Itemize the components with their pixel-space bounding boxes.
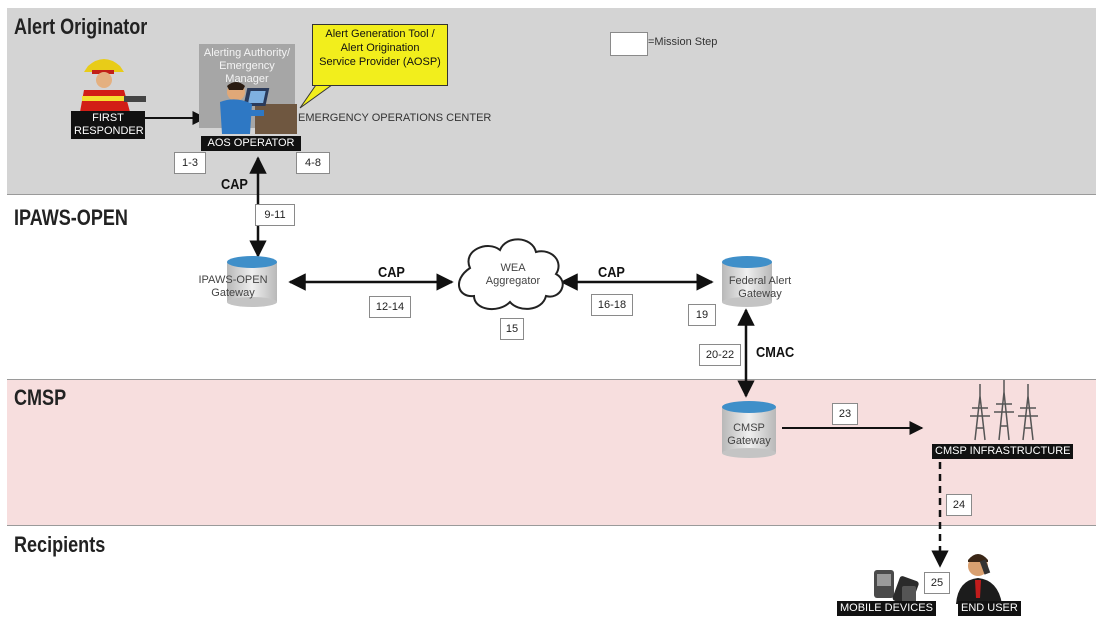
aosp-callout: Alert Generation Tool / Alert Originatio… <box>312 24 448 86</box>
band-title-ipaws: IPAWS-OPEN <box>14 205 128 230</box>
ipaws-gateway-cylinder <box>227 256 277 307</box>
step-20-22: 20-22 <box>699 344 741 366</box>
eoc-label: EMERGENCY OPERATIONS CENTER <box>298 112 492 124</box>
cmsp-gateway-cylinder <box>722 401 776 458</box>
cmsp-infrastructure-label: CMSP INFRASTRUCTURE <box>932 444 1074 459</box>
operator-figure <box>220 82 297 134</box>
cmsp-band <box>7 380 1096 526</box>
band-title-originator: Alert Originator <box>14 14 148 39</box>
protocol-cap-left: CAP <box>378 264 405 281</box>
protocol-cmac: CMAC <box>756 344 795 361</box>
wea-cloud <box>458 238 564 311</box>
band-title-recipients: Recipients <box>14 532 106 557</box>
cmsp-gateway-label: CMSP Gateway <box>727 422 771 447</box>
step-16-18: 16-18 <box>591 294 633 316</box>
wea-aggregator-label: WEA Aggregator <box>485 262 541 287</box>
step-9-11: 9-11 <box>255 204 295 226</box>
protocol-cap-right: CAP <box>598 264 625 281</box>
ipaws-gateway-label: IPAWS-OPEN Gateway <box>198 274 268 299</box>
cmsp-pylons <box>970 380 1038 441</box>
authority-label: Alerting Authority/ Emergency Manager <box>203 47 291 85</box>
protocol-cap-vertical: CAP <box>221 176 248 193</box>
step-25: 25 <box>924 572 950 594</box>
mobile-devices-label: MOBILE DEVICES <box>837 601 936 616</box>
mobile-devices-figure <box>874 570 919 606</box>
legend-label: =Mission Step <box>648 36 718 48</box>
step-24: 24 <box>946 494 972 516</box>
aos-operator-label: AOS OPERATOR <box>201 136 301 151</box>
end-user-label: END USER <box>958 601 1021 616</box>
legend-swatch <box>610 32 648 56</box>
step-15: 15 <box>500 318 524 340</box>
federal-gateway-cylinder <box>722 256 772 307</box>
step-1-3: 1-3 <box>174 152 206 174</box>
federal-gateway-label: Federal Alert Gateway <box>728 275 792 300</box>
step-19: 19 <box>688 304 716 326</box>
step-12-14: 12-14 <box>369 296 411 318</box>
step-4-8: 4-8 <box>296 152 330 174</box>
first-responder-figure <box>80 59 146 118</box>
step-23: 23 <box>832 403 858 425</box>
first-responder-label: FIRST RESPONDER <box>71 111 145 139</box>
band-title-cmsp: CMSP <box>14 385 67 410</box>
end-user-figure <box>956 554 1002 604</box>
